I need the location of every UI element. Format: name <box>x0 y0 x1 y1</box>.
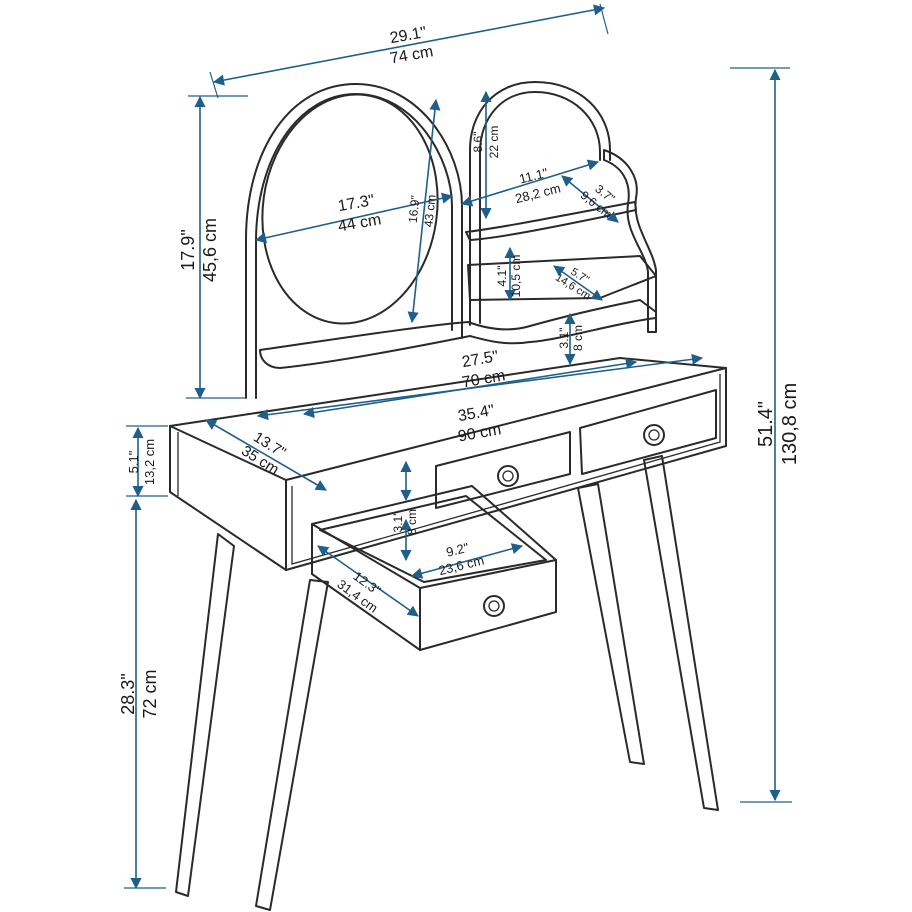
drawer-knob-icon <box>497 465 519 487</box>
mirror-height-cm: 43 cm <box>421 194 438 228</box>
mirror-width-in: 17.3" <box>337 192 376 215</box>
drawer-width-in: 9.2" <box>445 540 471 560</box>
drawer-knob-icon <box>643 424 665 446</box>
overall-height-in: 51.4" <box>755 401 777 447</box>
overall-width-in: 29.1" <box>389 24 428 47</box>
top-width-in: 35.4" <box>457 402 496 425</box>
upper-shelf <box>465 201 637 241</box>
leg-height-in: 28.3" <box>118 673 138 714</box>
inner-width-in: 27.5" <box>461 348 500 371</box>
right-drawer <box>579 389 717 475</box>
mirror-height-in: 16.9" <box>406 195 423 224</box>
shelf-height-in: 3.1" <box>557 328 571 349</box>
middle-shelf <box>467 255 657 301</box>
mirror-width-cm: 44 cm <box>337 211 383 235</box>
shelf-gap-in: 4.1" <box>495 266 509 287</box>
arch-height-cm: 22 cm <box>487 126 501 159</box>
side-panel <box>603 149 657 333</box>
shelf-gap-cm: 10,5 cm <box>509 255 523 298</box>
inner-width-cm: 70 cm <box>461 367 507 391</box>
mirror-section-height-cm: 45,6 cm <box>200 218 220 282</box>
drawer-height-in: 3.1" <box>391 512 405 533</box>
top-width-cm: 90 cm <box>457 421 503 445</box>
bottom-shelf <box>259 299 657 369</box>
drawer-knob-icon <box>483 595 505 617</box>
shelf-height-cm: 8 cm <box>571 325 585 351</box>
mirror-frame <box>245 83 463 399</box>
leg-height-cm: 72 cm <box>140 669 160 718</box>
drawer-height-cm: 8 cm <box>405 509 419 535</box>
arch-height-in: 8.6" <box>471 132 485 153</box>
apron-height-cm: 13,2 cm <box>142 439 157 485</box>
apron-height-in: 5.1" <box>126 450 141 473</box>
overall-height-cm: 130,8 cm <box>779 383 801 465</box>
dimension-labels: 29.1" 74 cm 51.4" 130,8 cm 17.9" 45,6 cm… <box>118 24 801 718</box>
dimension-lines <box>124 3 792 890</box>
mirror-section-height-in: 17.9" <box>178 229 198 270</box>
shelf-width-in: 11.1" <box>518 165 550 187</box>
